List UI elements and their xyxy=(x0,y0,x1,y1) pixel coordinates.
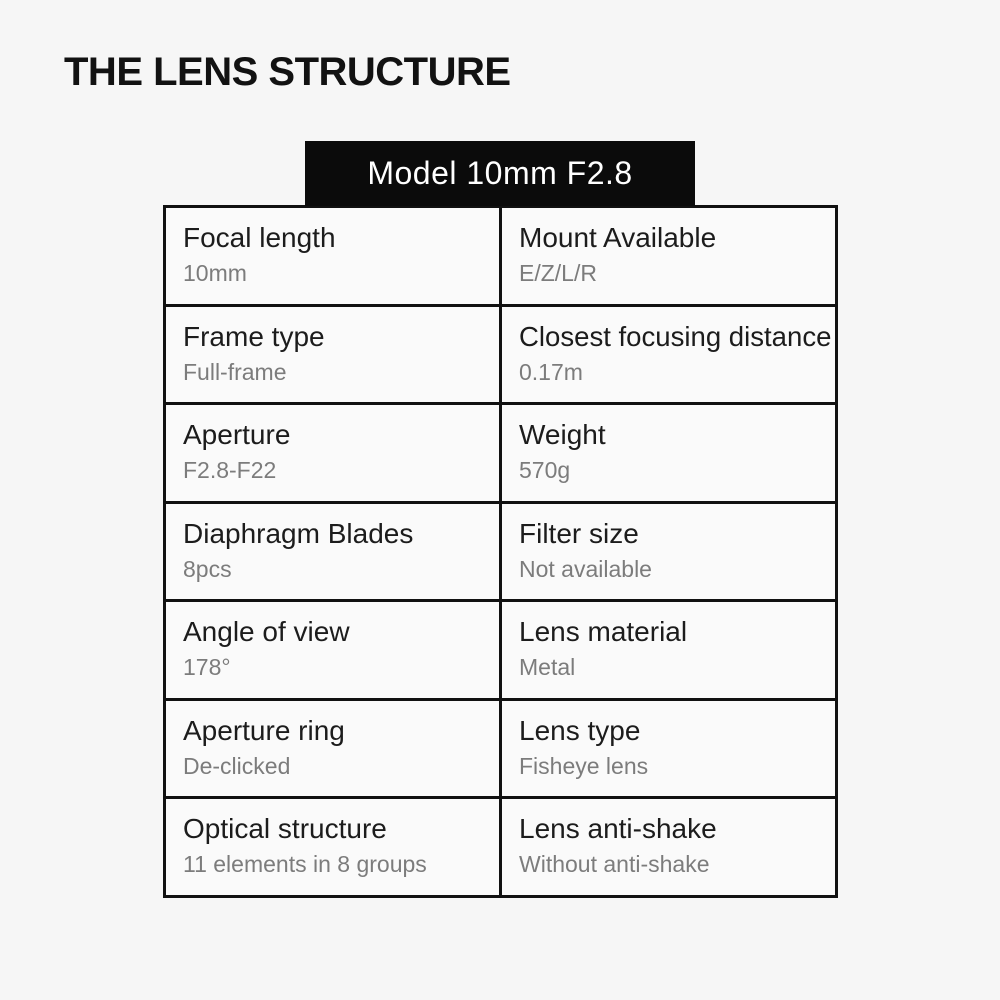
spec-cell-lens-material: Lens material Metal xyxy=(499,602,835,698)
spec-label: Angle of view xyxy=(183,616,350,648)
spec-cell-angle-of-view: Angle of view 178° xyxy=(166,602,499,698)
spec-value: 178° xyxy=(183,654,231,681)
spec-cell-aperture-ring: Aperture ring De-clicked xyxy=(166,701,499,797)
model-banner: Model 10mm F2.8 xyxy=(305,141,695,206)
spec-row-frame-focusdist: Frame type Full-frame Closest focusing d… xyxy=(166,306,835,406)
spec-label: Optical structure xyxy=(183,813,387,845)
model-banner-label: Model 10mm F2.8 xyxy=(367,155,633,191)
spec-cell-mount-available: Mount Available E/Z/L/R xyxy=(499,208,835,304)
spec-cell-weight: Weight 570g xyxy=(499,405,835,501)
spec-label: Mount Available xyxy=(519,222,717,253)
spec-row-optical-antishake: Optical structure 11 elements in 8 group… xyxy=(166,799,835,896)
spec-label: Aperture xyxy=(183,419,291,451)
spec-label: Lens anti-shake xyxy=(519,813,717,845)
spec-cell-aperture: Aperture F2.8-F22 xyxy=(166,405,499,501)
spec-cell-optical-structure: Optical structure 11 elements in 8 group… xyxy=(166,799,499,895)
spec-cell-filter-size: Filter size Not available xyxy=(499,503,835,600)
spec-label: Filter size xyxy=(519,517,639,549)
spec-row-ring-lenstype: Aperture ring De-clicked Lens type Fishe… xyxy=(166,700,835,800)
spec-label: Lens type xyxy=(519,714,641,746)
spec-value: De-clicked xyxy=(183,752,291,779)
spec-value: 8pcs xyxy=(183,555,232,582)
spec-cell-frame-type: Frame type Full-frame xyxy=(166,307,499,403)
spec-cell-lens-type: Lens type Fisheye lens xyxy=(499,700,835,797)
spec-row-focal-mount: Focal length 10mm Mount Available E/Z/L/… xyxy=(166,208,835,307)
spec-row-blades-filter: Diaphragm Blades 8pcs Filter size Not av… xyxy=(166,503,835,603)
spec-label: Lens material xyxy=(519,616,688,648)
spec-value: 570g xyxy=(519,457,571,484)
spec-value: 11 elements in 8 groups xyxy=(183,851,427,878)
spec-value: Not available xyxy=(519,555,652,582)
spec-table: Focal length 10mm Mount Available E/Z/L/… xyxy=(163,205,838,898)
spec-label: Focal length xyxy=(183,222,336,253)
page-title: THE LENS STRUCTURE xyxy=(64,50,511,94)
spec-cell-lens-anti-shake: Lens anti-shake Without anti-shake xyxy=(499,799,835,896)
spec-value: E/Z/L/R xyxy=(519,260,597,286)
spec-label: Weight xyxy=(519,419,606,451)
spec-value: F2.8-F22 xyxy=(183,457,277,484)
spec-value: 10mm xyxy=(183,260,247,286)
spec-label: Closest focusing distance xyxy=(519,320,832,352)
spec-value: 0.17m xyxy=(519,358,583,385)
spec-cell-focal-length: Focal length 10mm xyxy=(166,208,499,304)
spec-row-angle-material: Angle of view 178° Lens material Metal xyxy=(166,602,835,701)
spec-row-aperture-weight: Aperture F2.8-F22 Weight 570g xyxy=(166,405,835,504)
spec-value: Full-frame xyxy=(183,358,287,385)
spec-label: Frame type xyxy=(183,320,325,352)
spec-label: Aperture ring xyxy=(183,714,345,746)
spec-value: Metal xyxy=(519,654,576,681)
spec-label: Diaphragm Blades xyxy=(183,517,414,549)
spec-cell-diaphragm-blades: Diaphragm Blades 8pcs xyxy=(166,504,499,600)
spec-value: Without anti-shake xyxy=(519,851,710,878)
spec-value: Fisheye lens xyxy=(519,752,649,779)
spec-cell-closest-focusing-distance: Closest focusing distance 0.17m xyxy=(499,306,835,403)
